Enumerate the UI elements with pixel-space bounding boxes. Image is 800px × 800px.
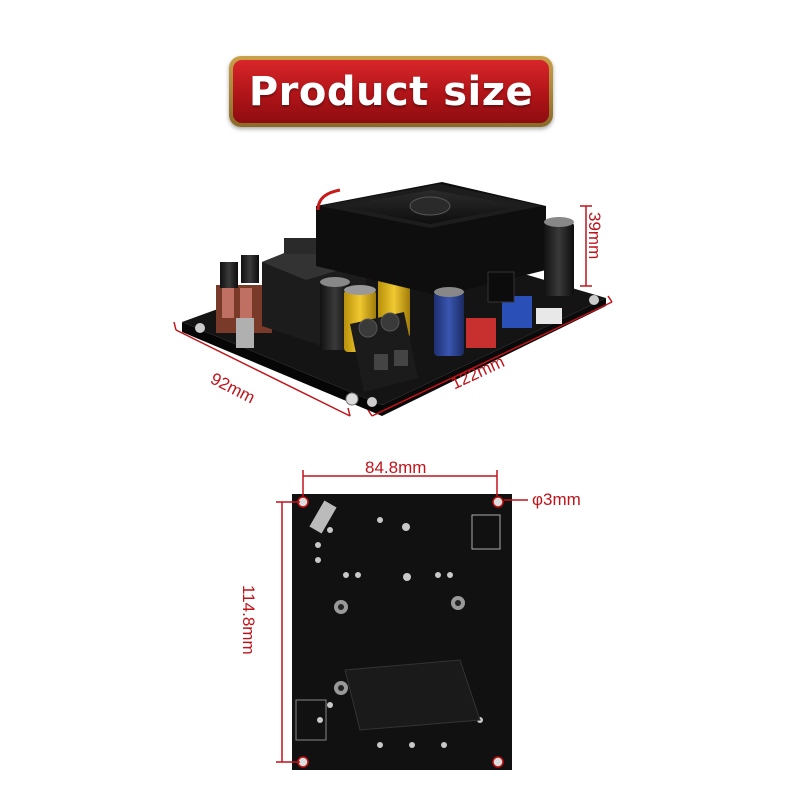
fan-wire — [316, 188, 341, 211]
terminal-screw — [380, 312, 400, 332]
amplifier-board-3d — [173, 182, 613, 417]
vertical-hole-spacing-label: 114.8mm — [239, 585, 258, 655]
dimension-tick — [607, 295, 613, 303]
solder-strip — [309, 500, 337, 534]
page-title: Product size — [248, 68, 534, 115]
silkscreen-box — [295, 699, 327, 741]
capacitor — [320, 282, 350, 350]
mount-screw — [345, 392, 359, 406]
title-banner: Product size — [229, 56, 553, 127]
terminal-slot — [394, 350, 408, 366]
horizontal-hole-spacing-label: 84.8mm — [365, 458, 427, 477]
terminal-screw — [358, 318, 378, 338]
width-dimension-line — [175, 329, 351, 417]
fuse-clip — [236, 318, 254, 348]
capacitor — [241, 255, 259, 283]
pcb-trace-area — [344, 659, 481, 731]
silkscreen-box — [471, 514, 501, 550]
dimension-tick — [367, 409, 373, 417]
film-capacitor — [466, 318, 496, 348]
fan-hub — [409, 196, 451, 216]
capacitor-top — [344, 285, 376, 295]
mount-hole — [367, 397, 377, 407]
terminal-slot — [374, 354, 388, 370]
mount-hole — [195, 323, 205, 333]
capacitor-top — [544, 217, 574, 227]
pcb-edge-left — [182, 322, 382, 416]
pcb-edge-right — [382, 298, 606, 416]
height-label: 39mm — [585, 212, 604, 260]
dimension-lines — [173, 205, 613, 417]
capacitor-top — [320, 277, 350, 287]
dimension-tick — [173, 321, 177, 331]
capacitor-top — [434, 287, 464, 297]
length-dimension-line — [371, 301, 613, 417]
dimension-lines-bottom — [276, 470, 528, 763]
capacitor — [220, 262, 238, 288]
solder-pads — [297, 496, 504, 768]
hole-diameter-label: φ3mm — [532, 490, 581, 509]
amplifier-board-bottom-view — [276, 470, 528, 770]
title-banner-inner: Product size — [233, 60, 549, 123]
capacitor — [544, 222, 574, 296]
connector — [536, 308, 562, 324]
pcb-bottom — [292, 494, 512, 770]
power-transistor — [487, 271, 515, 303]
mount-hole — [589, 295, 599, 305]
fuse — [240, 288, 252, 318]
dimension-tick — [347, 407, 351, 417]
capacitor — [434, 292, 464, 356]
fuse — [222, 288, 234, 318]
